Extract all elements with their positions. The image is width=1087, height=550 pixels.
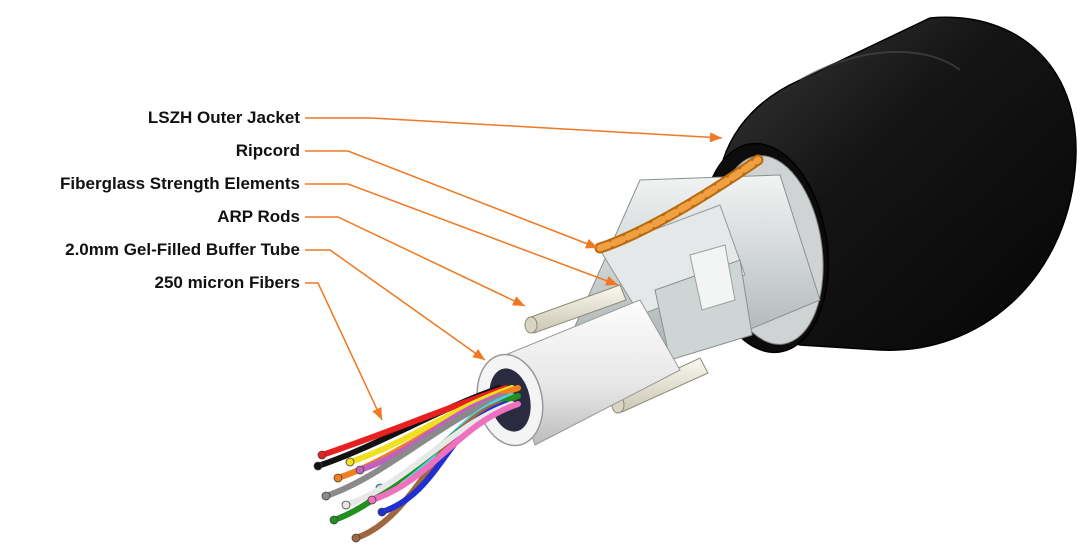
leader-ripcord bbox=[305, 150, 599, 249]
fibers bbox=[313, 385, 521, 543]
fiber-end bbox=[345, 457, 355, 467]
arp-rods bbox=[524, 284, 709, 414]
ripcord bbox=[594, 154, 764, 254]
fiber-end bbox=[367, 495, 377, 505]
label-ripcord: Ripcord bbox=[235, 141, 300, 160]
label-arp-rods: ARP Rods bbox=[217, 207, 300, 226]
arrowhead-ripcord bbox=[585, 238, 598, 249]
fiber-end bbox=[313, 461, 323, 471]
fiber-strand bbox=[343, 401, 515, 508]
fiber-end bbox=[341, 500, 351, 510]
fiber-strand bbox=[369, 401, 521, 503]
fiber-end bbox=[351, 533, 361, 543]
leader-arp-rods bbox=[305, 216, 526, 307]
arrowhead-fibers bbox=[372, 407, 382, 420]
fiber-end bbox=[317, 450, 327, 460]
leader-buffer-tube bbox=[305, 249, 486, 361]
leader-fibers bbox=[305, 282, 383, 421]
arrowhead-fiberglass bbox=[605, 276, 618, 286]
label-fibers: 250 micron Fibers bbox=[154, 273, 300, 292]
fiber-end bbox=[377, 507, 387, 517]
buffer-tube bbox=[476, 299, 681, 447]
arrowhead-arp-rods bbox=[512, 296, 525, 306]
fiber-strand bbox=[323, 393, 509, 499]
label-fiberglass: Fiberglass Strength Elements bbox=[60, 174, 300, 193]
arrowhead-outer-jacket bbox=[709, 132, 722, 143]
fiber-end bbox=[333, 473, 343, 483]
label-outer-jacket: LSZH Outer Jacket bbox=[147, 108, 300, 127]
fiber-end bbox=[321, 491, 331, 501]
leader-lines bbox=[305, 117, 723, 421]
leader-outer-jacket bbox=[305, 117, 723, 139]
fiber-end bbox=[355, 465, 365, 475]
leader-fiberglass bbox=[305, 183, 619, 286]
arrowhead-buffer-tube bbox=[472, 348, 485, 360]
fiber-end bbox=[329, 515, 339, 525]
label-buffer-tube: 2.0mm Gel-Filled Buffer Tube bbox=[65, 240, 300, 259]
